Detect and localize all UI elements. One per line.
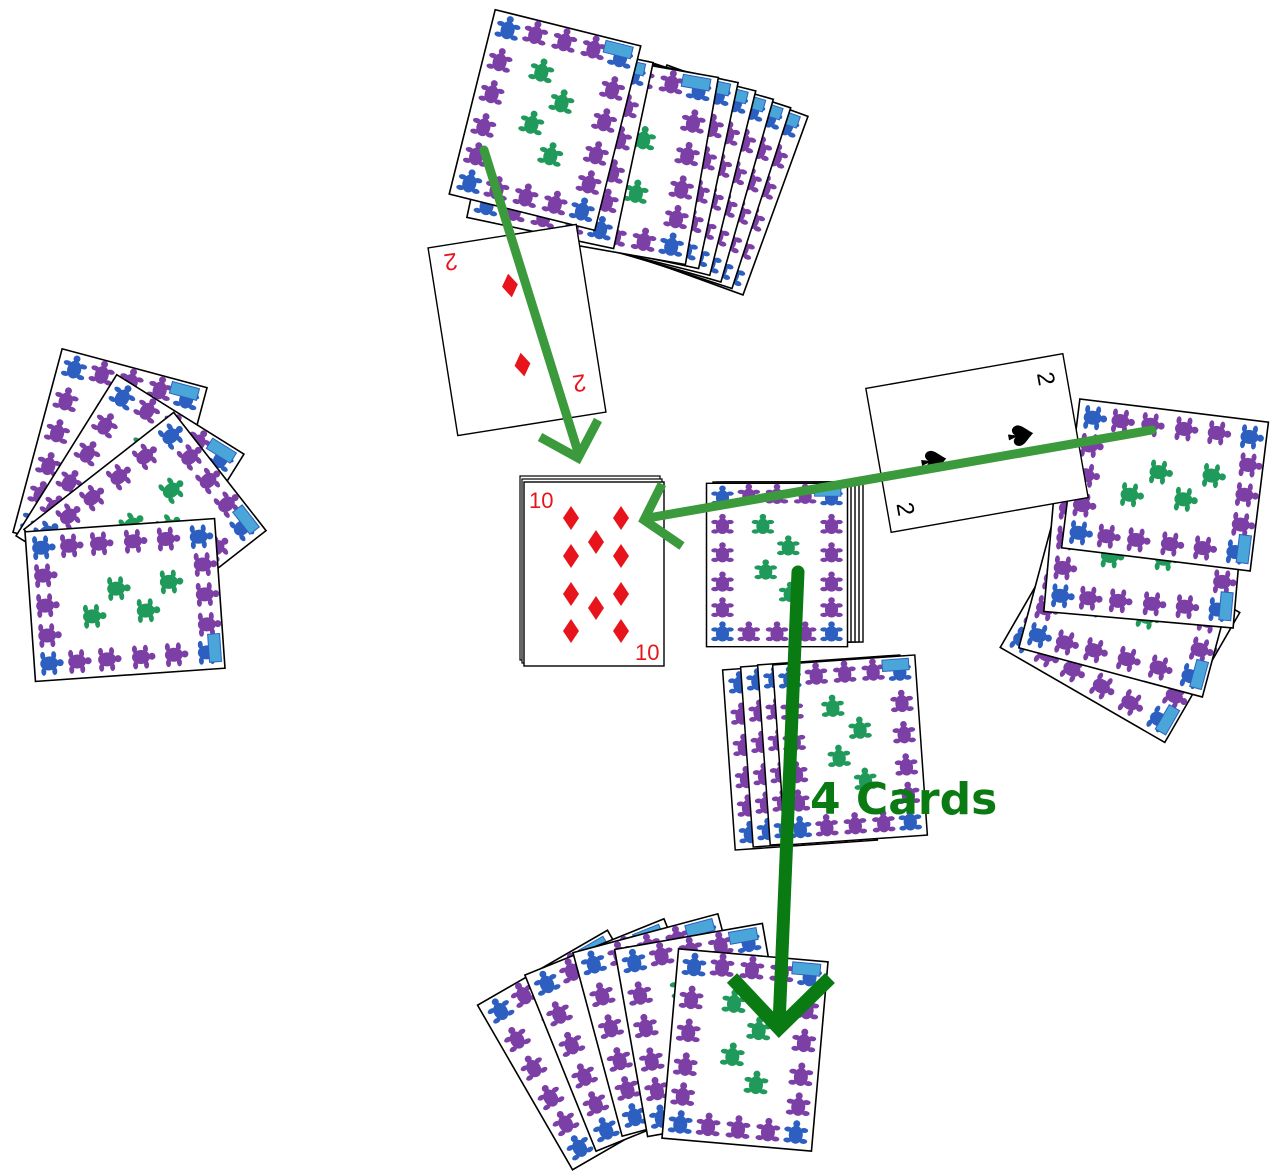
bottom-player-hand — [478, 914, 828, 1170]
card-rank-top: 10 — [529, 488, 553, 513]
left-player-hand — [13, 349, 266, 682]
card-back — [25, 519, 225, 682]
card-rank-top: 2 — [1031, 370, 1060, 388]
arrow-right-to-discard — [638, 425, 1157, 550]
card-back — [662, 949, 828, 1151]
discard-top-card[interactable]: 10 10 — [523, 481, 665, 667]
card-rank-bottom: 10 — [635, 640, 659, 665]
penalty-label: 4 Cards — [810, 774, 997, 825]
played-card-two-of-spades: 2 2 — [865, 352, 1089, 534]
draw-pile[interactable] — [707, 481, 864, 647]
discard-pile[interactable]: 10 10 — [519, 475, 665, 667]
card-rank-bottom: 2 — [890, 500, 919, 518]
card-rank-bottom: 2 — [571, 368, 588, 397]
card-rank-top: 2 — [442, 247, 459, 276]
card-back — [1062, 399, 1269, 571]
played-card-two-of-diamonds: 2 2 — [427, 223, 607, 437]
arrow-draw-pile-to-bottom — [726, 565, 835, 1039]
arrow-top-to-discard — [479, 145, 602, 465]
